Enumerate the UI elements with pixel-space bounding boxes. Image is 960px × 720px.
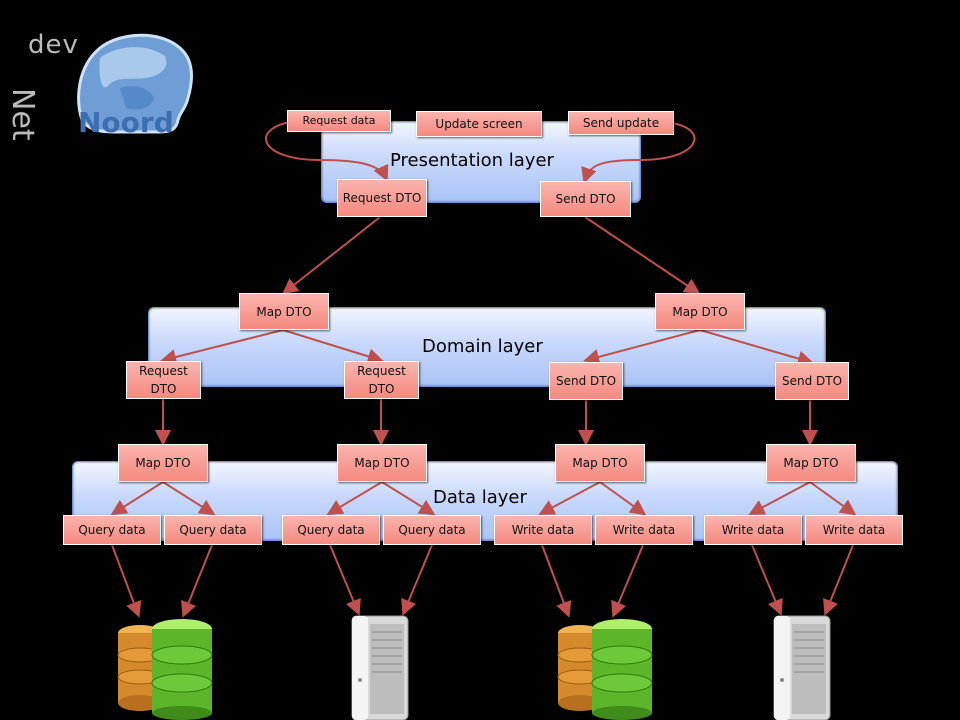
domain-map-dto-left: Map DTO (239, 293, 329, 330)
arrow-map-dto-to-send-dto-2 (699, 329, 814, 367)
domain-send-dto-2: Send DTO (775, 362, 849, 400)
data-map-dto-3: Map DTO (555, 444, 645, 482)
server-tower-icon (351, 615, 409, 720)
data-map-dto-1: Map DTO (118, 444, 208, 482)
write-data-box-4: Write data (805, 515, 903, 545)
data-map-dto-4: Map DTO (766, 444, 856, 482)
domain-request-dto-1: Request DTO (126, 361, 201, 399)
arrow-query-3-to-server (329, 544, 361, 616)
request-dto-box: Request DTO (337, 179, 427, 217)
request-data-box: Request data (287, 110, 391, 132)
domain-request-dto-2: Request DTO (344, 361, 419, 399)
database-stack-icon (117, 619, 213, 720)
domain-send-dto-1: Send DTO (549, 362, 623, 400)
arrow-map-2-to-query-4 (381, 481, 436, 516)
write-data-box-2: Write data (595, 515, 693, 545)
arrow-map-4-to-write-4 (809, 481, 857, 516)
update-screen-box: Update screen (416, 111, 542, 137)
query-data-box-1: Query data (63, 515, 161, 545)
devnet-noord-logo: dev Net Noord (5, 28, 200, 141)
arrow-write-2-to-db (611, 544, 644, 618)
query-data-box-2: Query data (164, 515, 262, 545)
arrow-query-4-to-server (401, 544, 433, 616)
query-data-box-3: Query data (282, 515, 380, 545)
domain-layer-label: Domain layer (422, 336, 543, 357)
domain-map-dto-right: Map DTO (655, 293, 745, 330)
arrow-write-4-to-server (823, 544, 854, 616)
arrow-map-dto-to-request-dto-1 (160, 329, 284, 365)
arrow-map-3-to-write-1 (538, 481, 601, 515)
arrow-write-3-to-server (751, 544, 783, 616)
arrow-send-dto-to-map-dto (584, 216, 701, 295)
query-data-box-4: Query data (383, 515, 481, 545)
write-data-box-3: Write data (704, 515, 802, 545)
arrow-map-3-to-write-2 (599, 481, 647, 516)
arrow-request-data-to-request-dto (265, 121, 389, 182)
arrow-map-1-to-query-1 (110, 481, 164, 516)
arrow-map-dto-to-request-dto-2 (282, 329, 384, 365)
send-update-box: Send update (568, 111, 674, 135)
logo-text-noord: Noord (78, 106, 174, 139)
arrow-request-dto-to-map-dto (281, 216, 381, 295)
arrow-send-update-to-send-dto (581, 122, 696, 184)
arrow-query-2-to-db (181, 544, 213, 618)
logo-text-dev: dev (28, 30, 79, 60)
database-stack-icon (557, 619, 653, 720)
arrow-map-2-to-query-3 (326, 481, 383, 516)
write-data-box-1: Write data (494, 515, 592, 545)
send-dto-box: Send DTO (540, 181, 631, 217)
data-layer-label: Data layer (433, 487, 527, 508)
arrow-write-1-to-db (541, 544, 572, 618)
server-tower-icon (773, 615, 831, 720)
arrow-query-1-to-db (111, 544, 142, 618)
data-map-dto-2: Map DTO (337, 444, 427, 482)
arrow-map-4-to-write-3 (748, 481, 811, 515)
arrow-map-dto-to-send-dto-1 (583, 329, 701, 365)
arrow-map-1-to-query-2 (162, 481, 216, 516)
presentation-layer-label: Presentation layer (390, 150, 554, 171)
head-silhouette-icon (77, 33, 193, 134)
